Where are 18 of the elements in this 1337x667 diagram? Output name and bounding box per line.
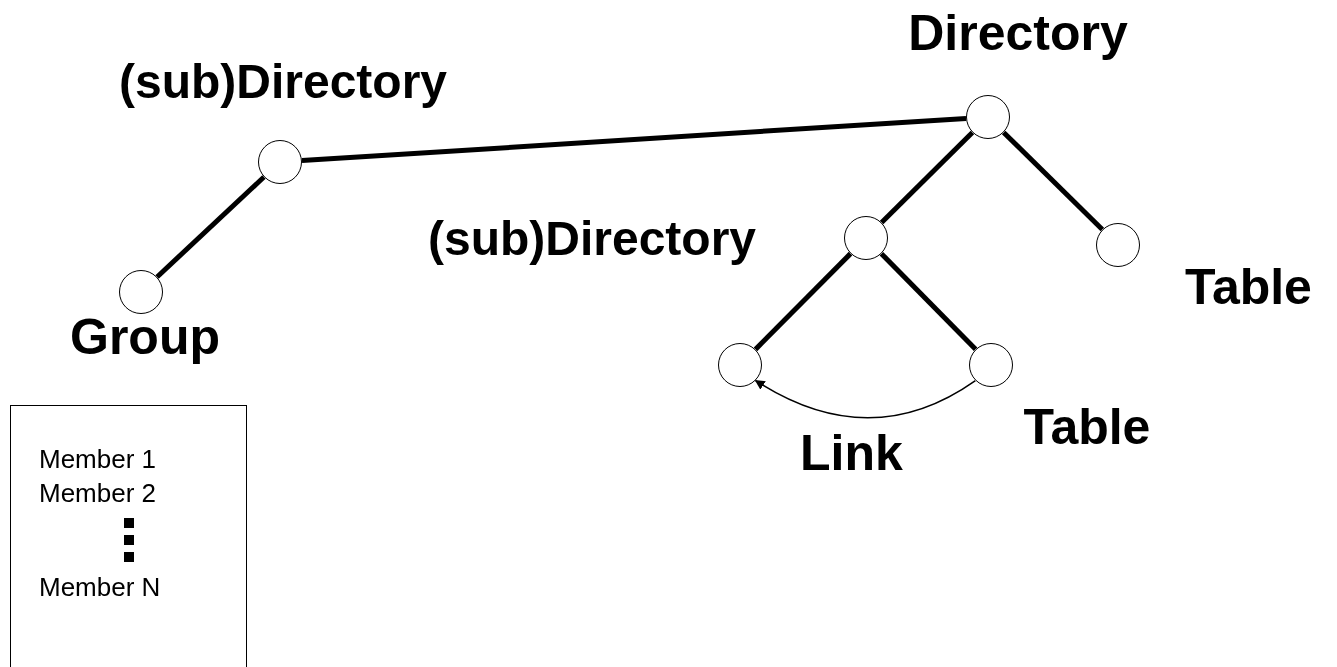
node-label: Table <box>1022 402 1152 452</box>
member-name: Member 2 <box>39 477 158 510</box>
tree-edge <box>753 251 853 352</box>
member-list-box <box>10 405 247 667</box>
link-arrow <box>754 379 977 419</box>
member-name: Member N <box>39 571 162 604</box>
tree-edge <box>879 130 975 225</box>
edge-label: Link <box>800 428 903 478</box>
node-label: Group <box>69 312 221 362</box>
tree-edge <box>1001 130 1105 232</box>
member-name: Member 1 <box>39 443 158 476</box>
tree-edge <box>879 251 978 352</box>
tree-edge <box>301 115 967 164</box>
node-label: (sub)Directory <box>117 58 449 106</box>
node-label: (sub)Directory <box>426 215 758 263</box>
node-label: Table <box>1184 262 1313 312</box>
node-label: Directory <box>907 8 1129 58</box>
tree-edge <box>155 175 266 279</box>
